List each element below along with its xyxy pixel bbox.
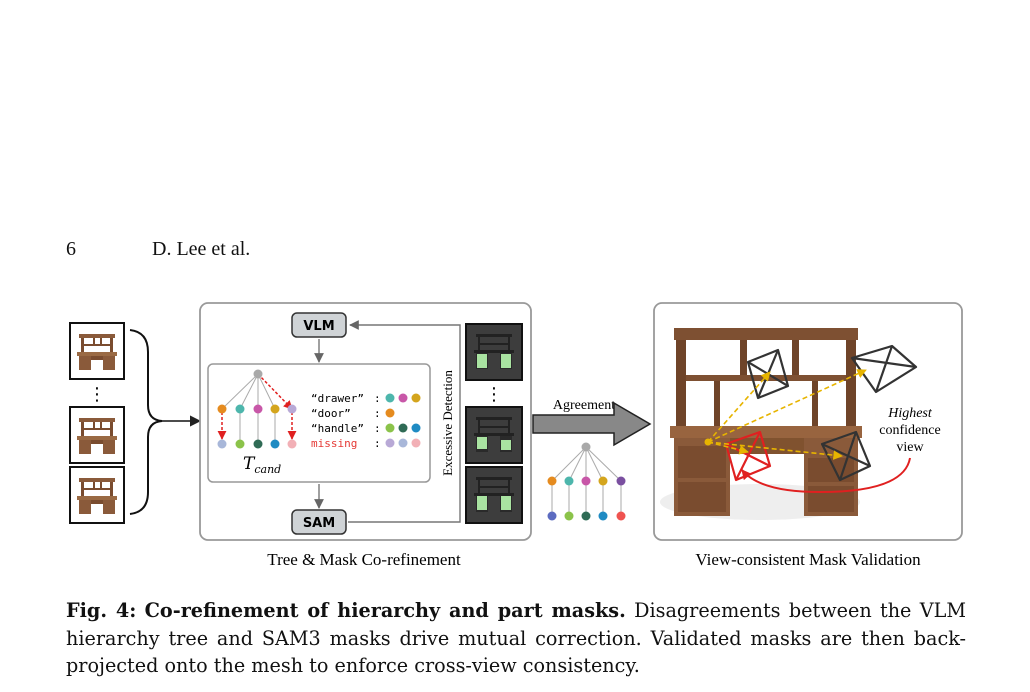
excessive-detection-label: Excessive Detection bbox=[440, 370, 455, 476]
ellipsis-left: ⋮ bbox=[88, 384, 106, 405]
page-header: 6 D. Lee et al. bbox=[66, 238, 250, 261]
refined-tree bbox=[547, 442, 626, 521]
input-image-1 bbox=[69, 322, 125, 380]
mask-image-2 bbox=[465, 406, 523, 464]
candidate-tree bbox=[217, 369, 297, 449]
mask-image-3 bbox=[465, 466, 523, 524]
confidence-label: confidence bbox=[879, 423, 940, 438]
legend-sep-2: : bbox=[374, 422, 381, 435]
legend-dot bbox=[385, 423, 395, 433]
svg-text:SAM: SAM bbox=[303, 516, 335, 531]
validation-title: View-consistent Mask Validation bbox=[695, 550, 921, 569]
agreement-arrow bbox=[532, 401, 652, 447]
sam-box: SAM bbox=[291, 509, 347, 535]
legend-sep-3: : bbox=[374, 437, 381, 450]
legend-dot bbox=[411, 393, 421, 403]
page-number: 6 bbox=[66, 238, 76, 260]
view-label: view bbox=[896, 440, 924, 455]
legend-key-0: “drawer” bbox=[311, 392, 364, 405]
ellipsis-masks: ⋮ bbox=[485, 384, 503, 405]
legend-dot bbox=[398, 438, 408, 448]
legend-key-3: missing bbox=[311, 437, 357, 450]
figure-4: ⋮ VLM Tcand “draw bbox=[69, 302, 963, 569]
legend-dot bbox=[385, 393, 395, 403]
input-image-3 bbox=[69, 466, 125, 524]
legend-sep-0: : bbox=[374, 392, 381, 405]
legend-key-1: “door” bbox=[311, 407, 351, 420]
svg-text:VLM: VLM bbox=[303, 319, 334, 334]
legend-key-2: “handle” bbox=[311, 422, 364, 435]
tree-legend: “drawer”: “door”: “handle”: missing: bbox=[311, 392, 421, 450]
input-image-2 bbox=[69, 406, 125, 464]
highest-label: Highest bbox=[887, 406, 933, 421]
confidence-arrows bbox=[707, 369, 867, 460]
co-refinement-title: Tree & Mask Co-refinement bbox=[267, 550, 461, 569]
agreement-label: Agreement bbox=[553, 398, 615, 413]
highest-view-arrow bbox=[741, 457, 911, 494]
legend-dot bbox=[398, 393, 408, 403]
caption-title: Co-refinement of hierarchy and part mask… bbox=[144, 599, 626, 622]
figure-caption: Fig. 4: Co-refinement of hierarchy and p… bbox=[66, 597, 966, 680]
legend-dot bbox=[411, 438, 421, 448]
caption-text: Disagreements between the VLM hierarchy … bbox=[66, 599, 966, 677]
running-authors: D. Lee et al. bbox=[152, 238, 251, 260]
mask-image-1 bbox=[465, 323, 523, 381]
legend-dot bbox=[398, 423, 408, 433]
legend-dot bbox=[385, 408, 395, 418]
legend-dot bbox=[411, 423, 421, 433]
input-brace bbox=[129, 329, 163, 515]
tree-box bbox=[207, 363, 431, 483]
tree-label: Tcand bbox=[243, 454, 281, 476]
legend-sep-1: : bbox=[374, 407, 381, 420]
caption-label: Fig. 4: bbox=[66, 599, 137, 622]
legend-dot bbox=[385, 438, 395, 448]
vlm-box: VLM bbox=[291, 312, 347, 338]
